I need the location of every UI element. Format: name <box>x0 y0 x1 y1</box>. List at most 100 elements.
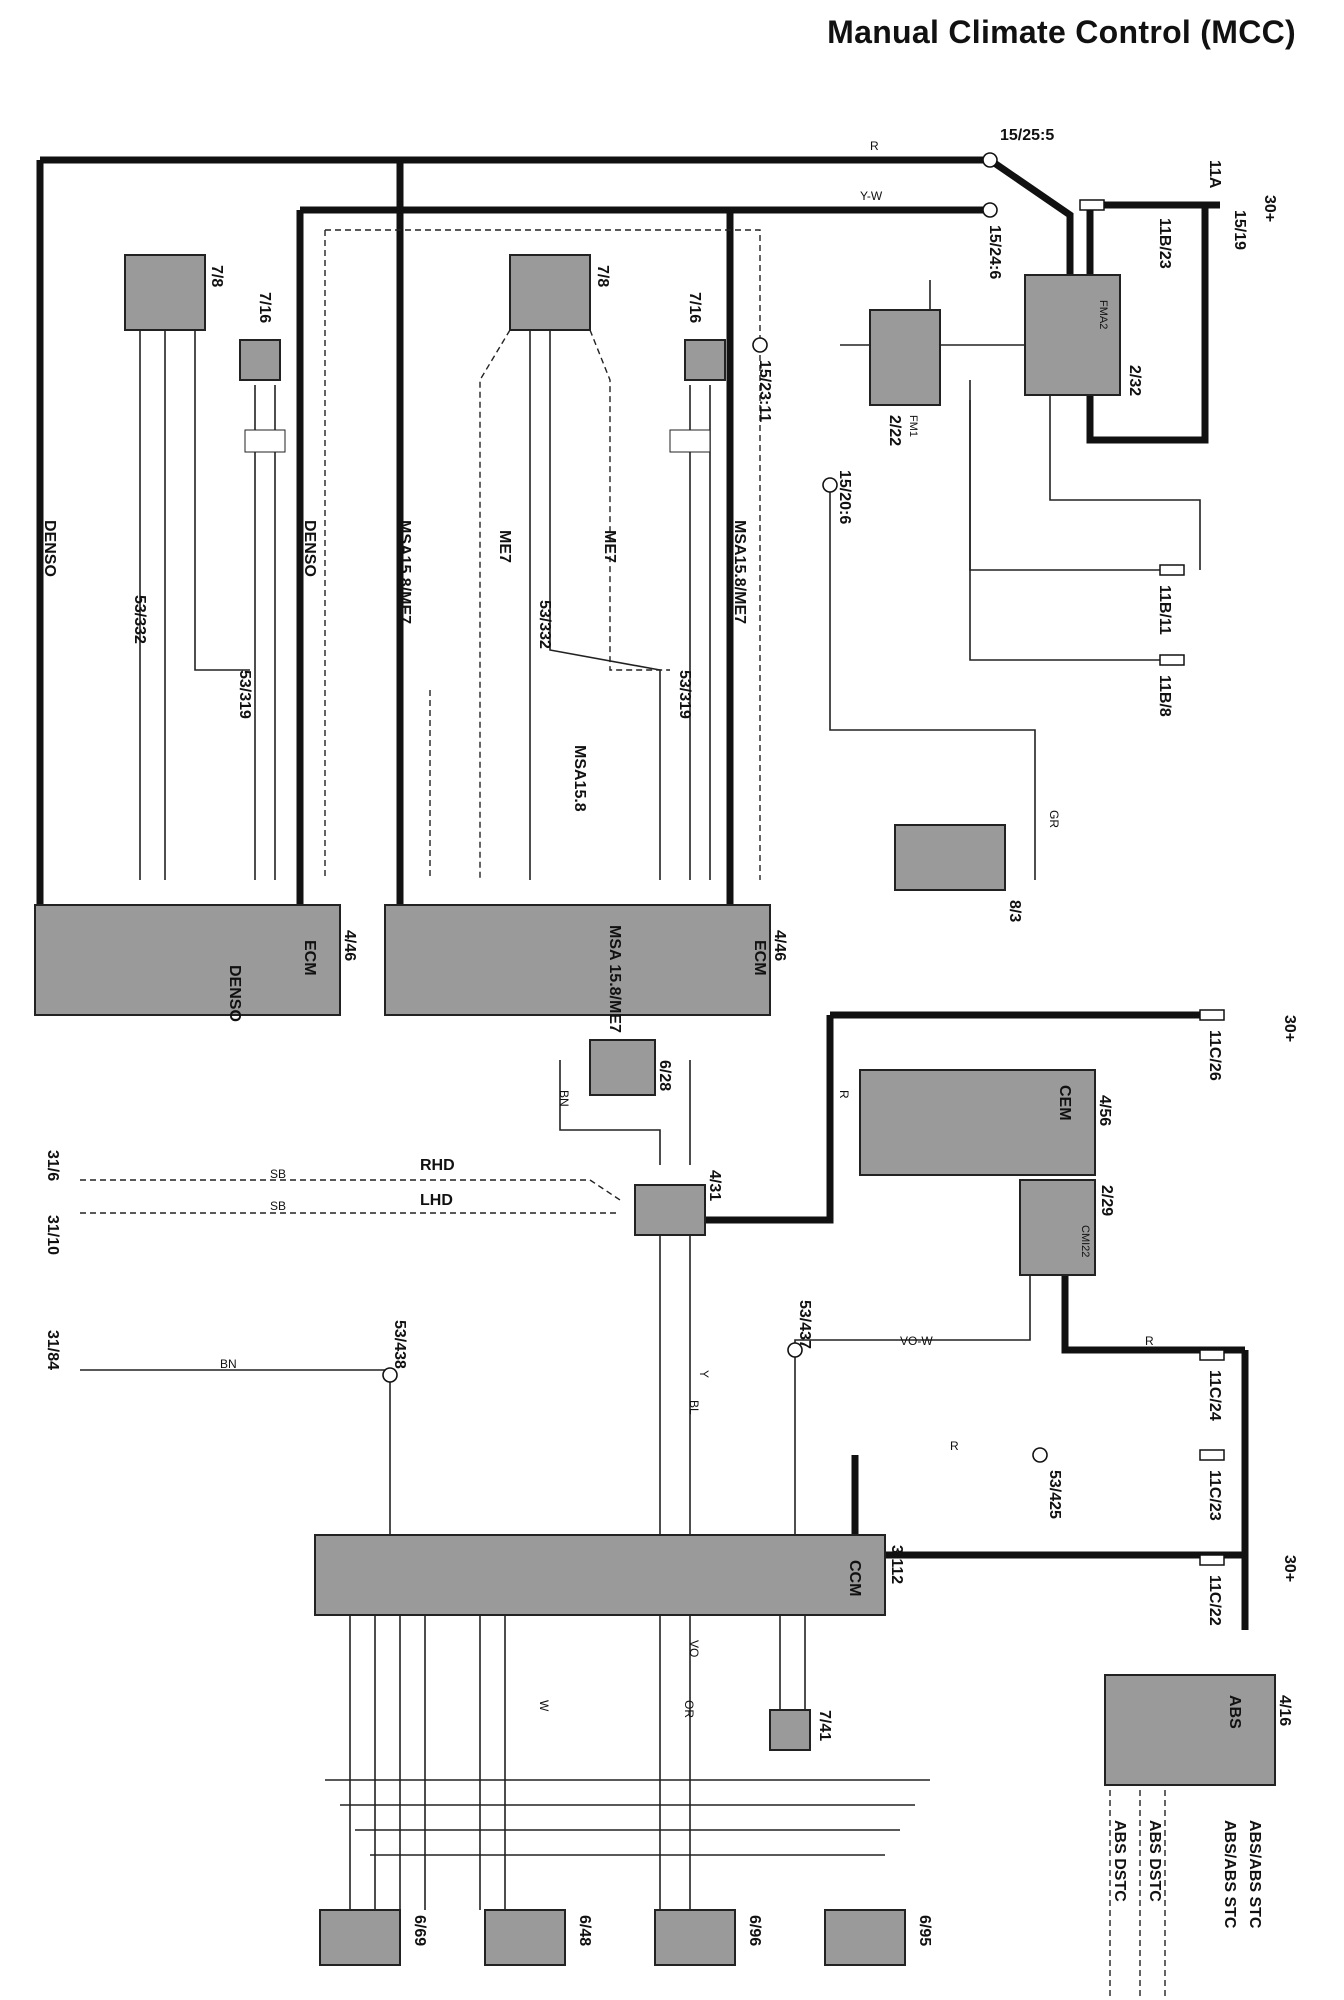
variant-me7-a: ME7 <box>496 530 513 563</box>
switch-4-31-id: 4/31 <box>706 1170 723 1201</box>
fuse-11b-23: 11B/23 <box>1156 218 1173 269</box>
ecm-msa: MSA 15.8/ME7 ECM 4/46 <box>384 904 788 1033</box>
ccm-id: 3/112 <box>888 1545 905 1584</box>
wire-bl: BL <box>687 1400 701 1415</box>
motor-6-95-id: 6/95 <box>916 1915 933 1946</box>
ecm-denso: DENSO ECM 4/46 <box>34 904 358 1022</box>
wire-y-w: Y-W <box>860 189 883 203</box>
signal-wires <box>80 280 1201 1910</box>
sensor-7-8-b-id: 7/8 <box>594 265 611 287</box>
supply-30-top: 30+ <box>1261 195 1278 222</box>
variant-me7-b: ME7 <box>601 530 618 563</box>
supply-11a: 11A <box>1206 160 1223 189</box>
motor-6-69: 6/69 <box>319 1909 428 1966</box>
wire-bn-ground: BN <box>220 1357 237 1371</box>
page-title: Manual Climate Control (MCC) <box>827 14 1296 50</box>
relay-2-29-text: CMI22 <box>1079 1225 1091 1257</box>
sensor-7-16-b-id: 7/16 <box>686 292 703 323</box>
ecm-msa-label: MSA 15.8/ME7 <box>606 925 623 1033</box>
relay-2-32-id: 2/32 <box>1126 365 1143 396</box>
ecm-msa-ecm: ECM <box>751 940 768 976</box>
fuse-11c-23: 11C/23 <box>1206 1470 1223 1521</box>
variant-rhd: RHD <box>420 1157 455 1174</box>
cem-label: CEM <box>1056 1085 1073 1121</box>
relay-2-22-id: 2/22 <box>886 415 903 446</box>
variant-abs-dstc-a: ABS DSTC <box>1111 1820 1128 1902</box>
fan-6-28-id: 6/28 <box>656 1060 673 1091</box>
sensor-7-8-b: 7/8 <box>509 254 611 331</box>
ground-31-84: 31/84 <box>44 1330 61 1370</box>
fuse-11c-24: 11C/24 <box>1206 1370 1223 1421</box>
wire-y: Y <box>697 1370 711 1378</box>
variant-msa-b: MSA15.8/ME7 <box>731 520 748 624</box>
fan-6-28: 6/28 <box>589 1039 673 1096</box>
relay-2-32-text: FMA2 <box>1097 300 1109 329</box>
supply-15-19: 15/19 <box>1231 210 1248 250</box>
splice-15-20-6: 15/20:6 <box>836 470 853 524</box>
ground-31-10: 31/10 <box>44 1215 61 1255</box>
splice-15-24-6: 15/24:6 <box>986 225 1003 279</box>
supply-30-mid: 30+ <box>1281 1015 1298 1042</box>
wire-r-ccm: R <box>950 1439 959 1453</box>
sensor-7-41: 7/41 <box>769 1709 833 1751</box>
variant-denso-b: DENSO <box>301 520 318 577</box>
relay-2-29-id: 2/29 <box>1098 1185 1115 1216</box>
wire-vo-w: VO-W <box>900 1334 933 1348</box>
unit-8-3: 8/3 <box>894 824 1023 922</box>
splice-53-438: 53/438 <box>391 1320 408 1369</box>
variant-abs-dstc-b: ABS DSTC <box>1146 1820 1163 1902</box>
wire-r-top: R <box>870 139 879 153</box>
wire-gr: GR <box>1047 810 1061 828</box>
ecm-denso-ecm: ECM <box>301 940 318 976</box>
variant-lhd: LHD <box>420 1192 453 1209</box>
ecm-msa-id: 4/46 <box>771 930 788 961</box>
splice-53-319-a: 53/319 <box>236 670 253 719</box>
variant-abs-stc-a: ABS/ABS STC <box>1221 1820 1238 1929</box>
wire-sb-rhd: SB <box>270 1167 286 1181</box>
wire-sb-lhd: SB <box>270 1199 286 1213</box>
fuses: 11B/23 11B/11 11B/8 11C/26 11C/24 11C/23… <box>1079 199 1225 1626</box>
abs-label: ABS <box>1226 1695 1243 1729</box>
sensor-7-16-b: 7/16 <box>669 292 726 453</box>
wire-r-11c24: R <box>1145 1334 1154 1348</box>
splice-53-332-b: 53/332 <box>536 600 553 649</box>
fuse-11b-11: 11B/11 <box>1156 585 1173 635</box>
abs-module: ABS 4/16 <box>1104 1674 1293 1786</box>
abs-id: 4/16 <box>1276 1695 1293 1726</box>
variant-msa158: MSA15.8 <box>571 745 588 812</box>
ccm-label: CCM <box>846 1560 863 1596</box>
ccm-module: CCM 3/112 <box>314 1534 905 1616</box>
sensor-7-16-a-id: 7/16 <box>256 292 273 323</box>
wire-or: OR <box>682 1700 696 1718</box>
sensor-7-8-a-id: 7/8 <box>208 265 225 287</box>
ground-labels: 31/6 31/10 31/84 <box>44 1150 61 1370</box>
sensor-7-41-id: 7/41 <box>816 1710 833 1741</box>
splice-53-319-b: 53/319 <box>676 670 693 719</box>
ecm-denso-label: DENSO <box>226 965 243 1022</box>
motor-6-48: 6/48 <box>484 1909 593 1966</box>
splices: 15/25:5 15/24:6 15/23:11 15/20:6 53/332 … <box>131 127 1063 1519</box>
splice-15-25-5: 15/25:5 <box>1000 127 1054 144</box>
motor-6-69-id: 6/69 <box>411 1915 428 1946</box>
variant-abs-stc-b: ABS/ABS STC <box>1246 1820 1263 1929</box>
variant-denso-a: DENSO <box>41 520 58 577</box>
fuse-11c-22: 11C/22 <box>1206 1575 1223 1626</box>
splice-15-23-11: 15/23:11 <box>756 360 773 422</box>
relay-2-29: 2/29 CMI22 <box>1019 1179 1115 1276</box>
supply-labels: 30+ 11A 15/19 30+ 30+ <box>1206 160 1298 1582</box>
switch-4-31: 4/31 <box>634 1170 723 1236</box>
ecm-denso-id: 4/46 <box>341 930 358 961</box>
cem-module: CEM 4/56 <box>859 1069 1113 1176</box>
supply-30-low: 30+ <box>1281 1555 1298 1582</box>
cem-id: 4/56 <box>1096 1095 1113 1126</box>
ground-31-6: 31/6 <box>44 1150 61 1181</box>
variant-labels: DENSO DENSO MSA15.8/ME7 MSA15.8/ME7 ME7 … <box>41 520 1263 1929</box>
wire-labels: R Y-W GR BN SB SB Y BL VO-W BN R R R VO … <box>220 139 1154 1718</box>
relay-2-32: 2/32 FMA2 <box>1024 274 1143 396</box>
unit-8-3-id: 8/3 <box>1006 900 1023 922</box>
motor-6-95: 6/95 <box>824 1909 933 1966</box>
relay-2-22: 2/22 FM1 <box>869 309 941 446</box>
splice-53-332-a: 53/332 <box>131 595 148 644</box>
sensor-7-8-a: 7/8 <box>124 254 225 331</box>
